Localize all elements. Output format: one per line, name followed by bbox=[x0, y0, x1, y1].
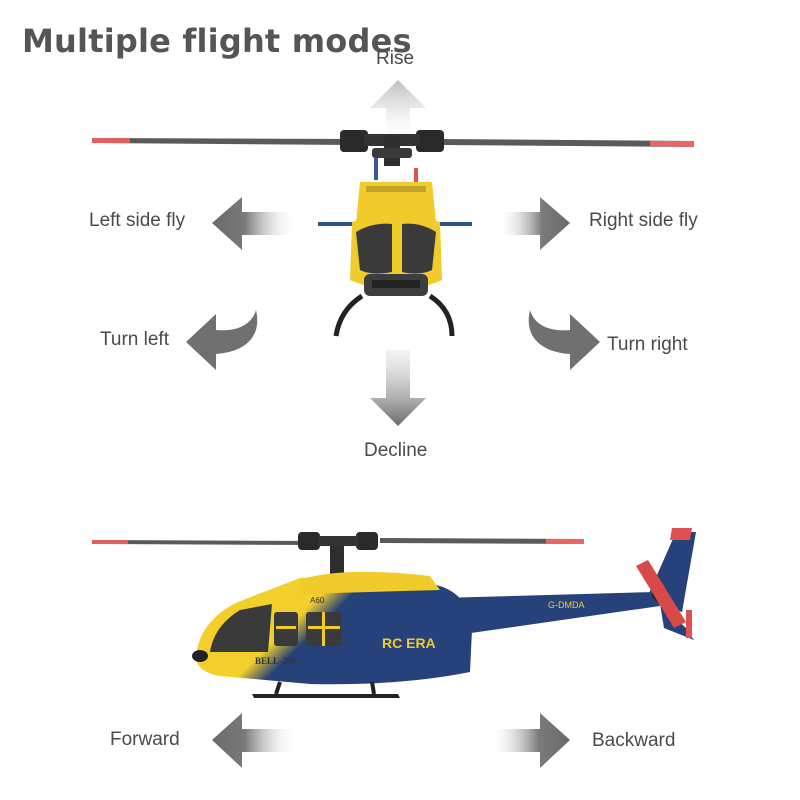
turn-left-label: Turn left bbox=[100, 329, 169, 350]
helicopter-front-view bbox=[92, 130, 694, 337]
page-title: Multiple flight modes bbox=[22, 22, 412, 60]
decline-arrow bbox=[370, 350, 426, 426]
backward-arrow bbox=[492, 713, 570, 768]
left-side-fly-arrow bbox=[212, 197, 294, 250]
rise-label: Rise bbox=[376, 48, 415, 69]
turn-right-label: Turn right bbox=[607, 334, 688, 355]
helicopter-side-view: RC ERA BELL-206 G-DMDA A60 bbox=[92, 528, 696, 698]
rise-arrow bbox=[370, 80, 426, 140]
forward-arrow bbox=[212, 713, 294, 768]
right-side-fly-label: Right side fly bbox=[589, 210, 698, 231]
side-rotor-blade-right bbox=[380, 538, 584, 544]
decline-label: Decline bbox=[364, 440, 428, 461]
left-side-fly-label: Left side fly bbox=[89, 210, 186, 231]
forward-label: Forward bbox=[110, 729, 180, 750]
model-code-mark: A60 bbox=[310, 596, 325, 605]
rotor-blade-left bbox=[92, 138, 355, 145]
registration-mark: G-DMDA bbox=[548, 600, 585, 610]
backward-label: Backward bbox=[592, 730, 676, 751]
turn-left-arrow bbox=[186, 310, 258, 370]
brand-mark: RC ERA bbox=[382, 635, 436, 651]
model-mark: BELL-206 bbox=[255, 656, 296, 666]
right-side-fly-arrow bbox=[500, 197, 570, 250]
turn-right-arrow bbox=[528, 310, 600, 370]
side-rotor-blade-left bbox=[92, 540, 310, 545]
rotor-blade-right bbox=[440, 139, 694, 147]
